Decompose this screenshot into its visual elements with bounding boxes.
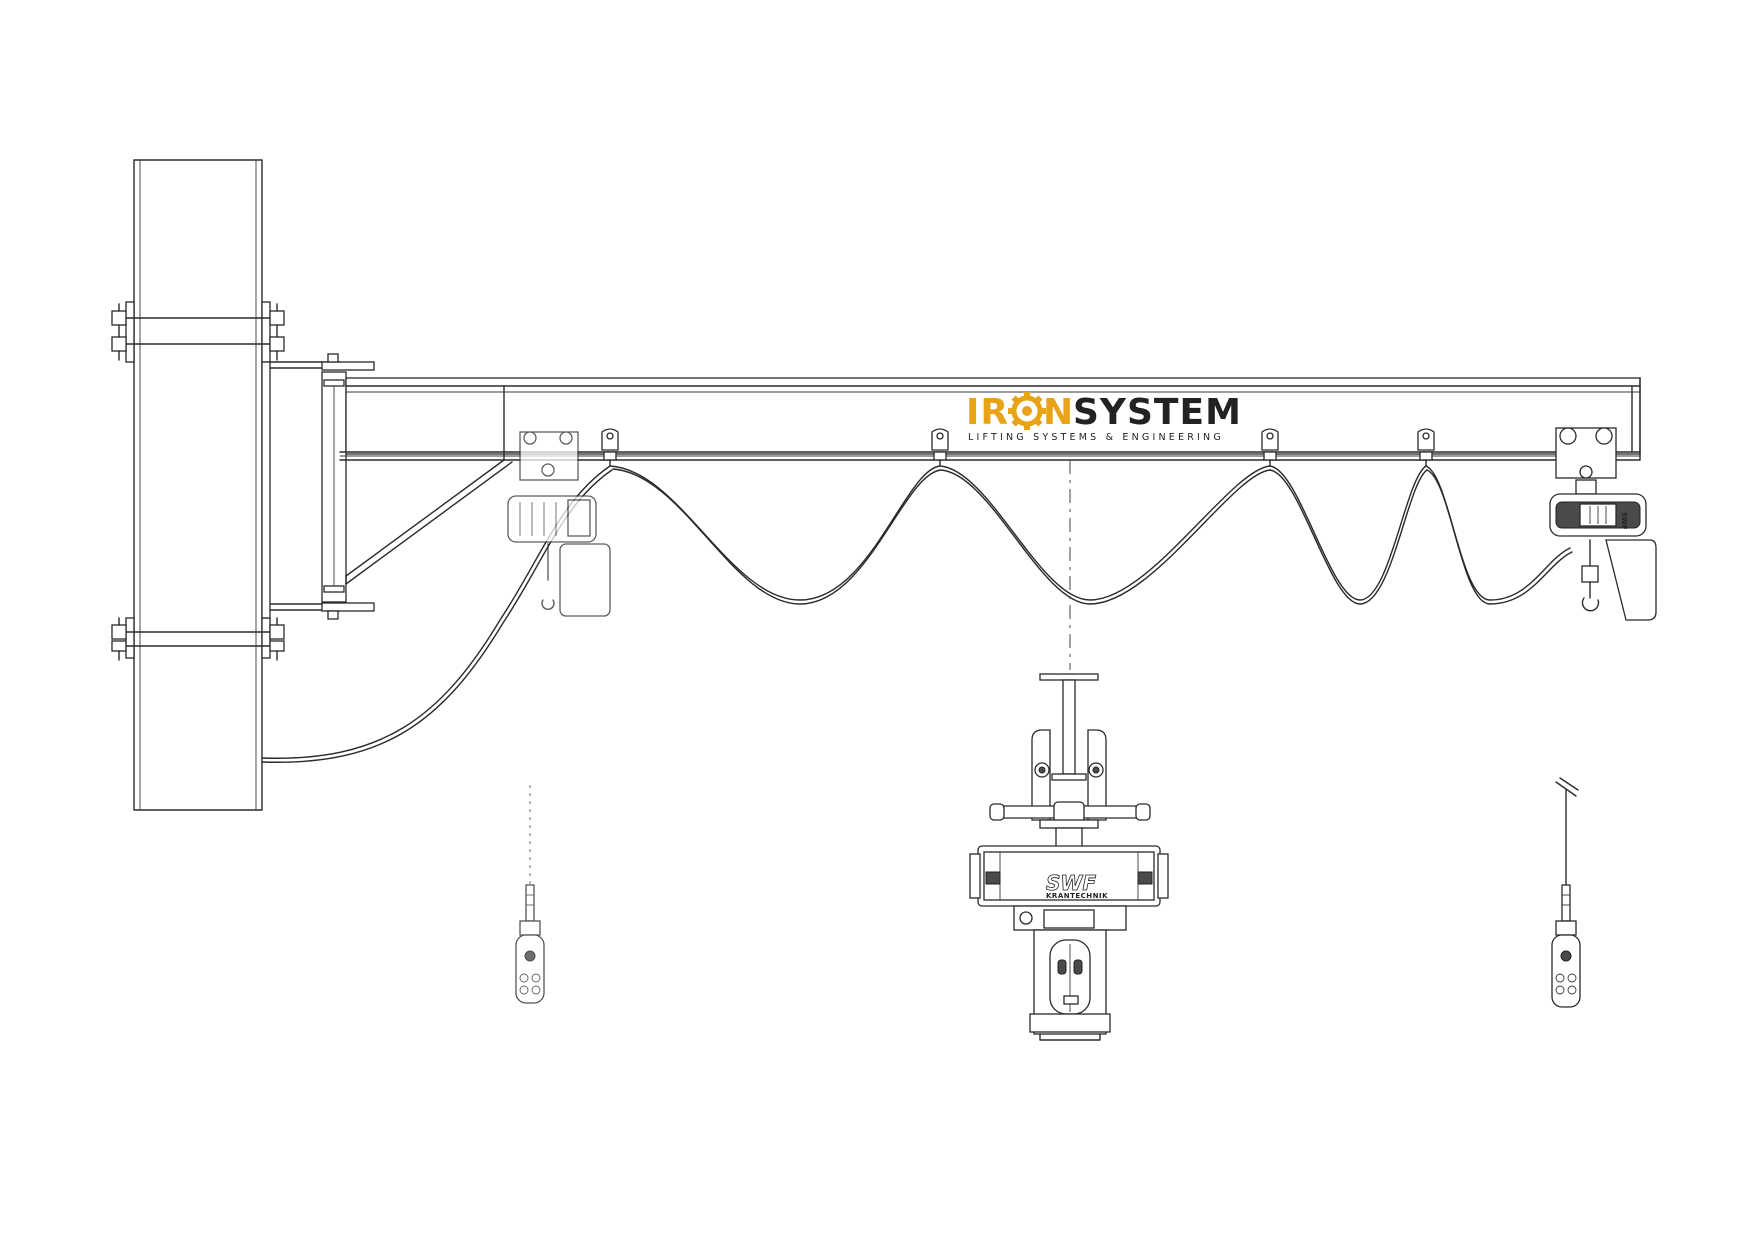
- ironsystem-logo: IR N SYSTEM LIFTING SYSTEMS & ENGINEERIN…: [966, 392, 1242, 443]
- logo-tagline: LIFTING SYSTEMS & ENGINEERING: [968, 432, 1224, 443]
- logo-text-part-1: IR: [966, 392, 1009, 433]
- support-column: [133, 159, 263, 811]
- upper-clamp: [111, 301, 285, 363]
- logo-text-part-2: N: [1043, 392, 1074, 433]
- hoist-right-brand: SWF: [1620, 512, 1628, 530]
- festoon-cable: [261, 465, 1573, 763]
- hoist-right: SWF: [1549, 427, 1657, 621]
- lower-clamp: [111, 617, 285, 661]
- hoist-detail-view: SWF KRANTECHNIK: [969, 673, 1169, 1041]
- pendant-control-left: [515, 785, 545, 1004]
- hoist-left: [507, 431, 611, 617]
- cable-trolleys: [601, 428, 1435, 467]
- pendant-control-right: [1551, 777, 1581, 1008]
- pivot-bracket: [261, 353, 375, 620]
- hoist-brand-sub: KRANTECHNIK: [1046, 892, 1108, 900]
- gear-icon: [1008, 392, 1046, 430]
- hoist-brand-name: SWF: [1046, 871, 1096, 895]
- logo-text-part-3: SYSTEM: [1073, 392, 1242, 433]
